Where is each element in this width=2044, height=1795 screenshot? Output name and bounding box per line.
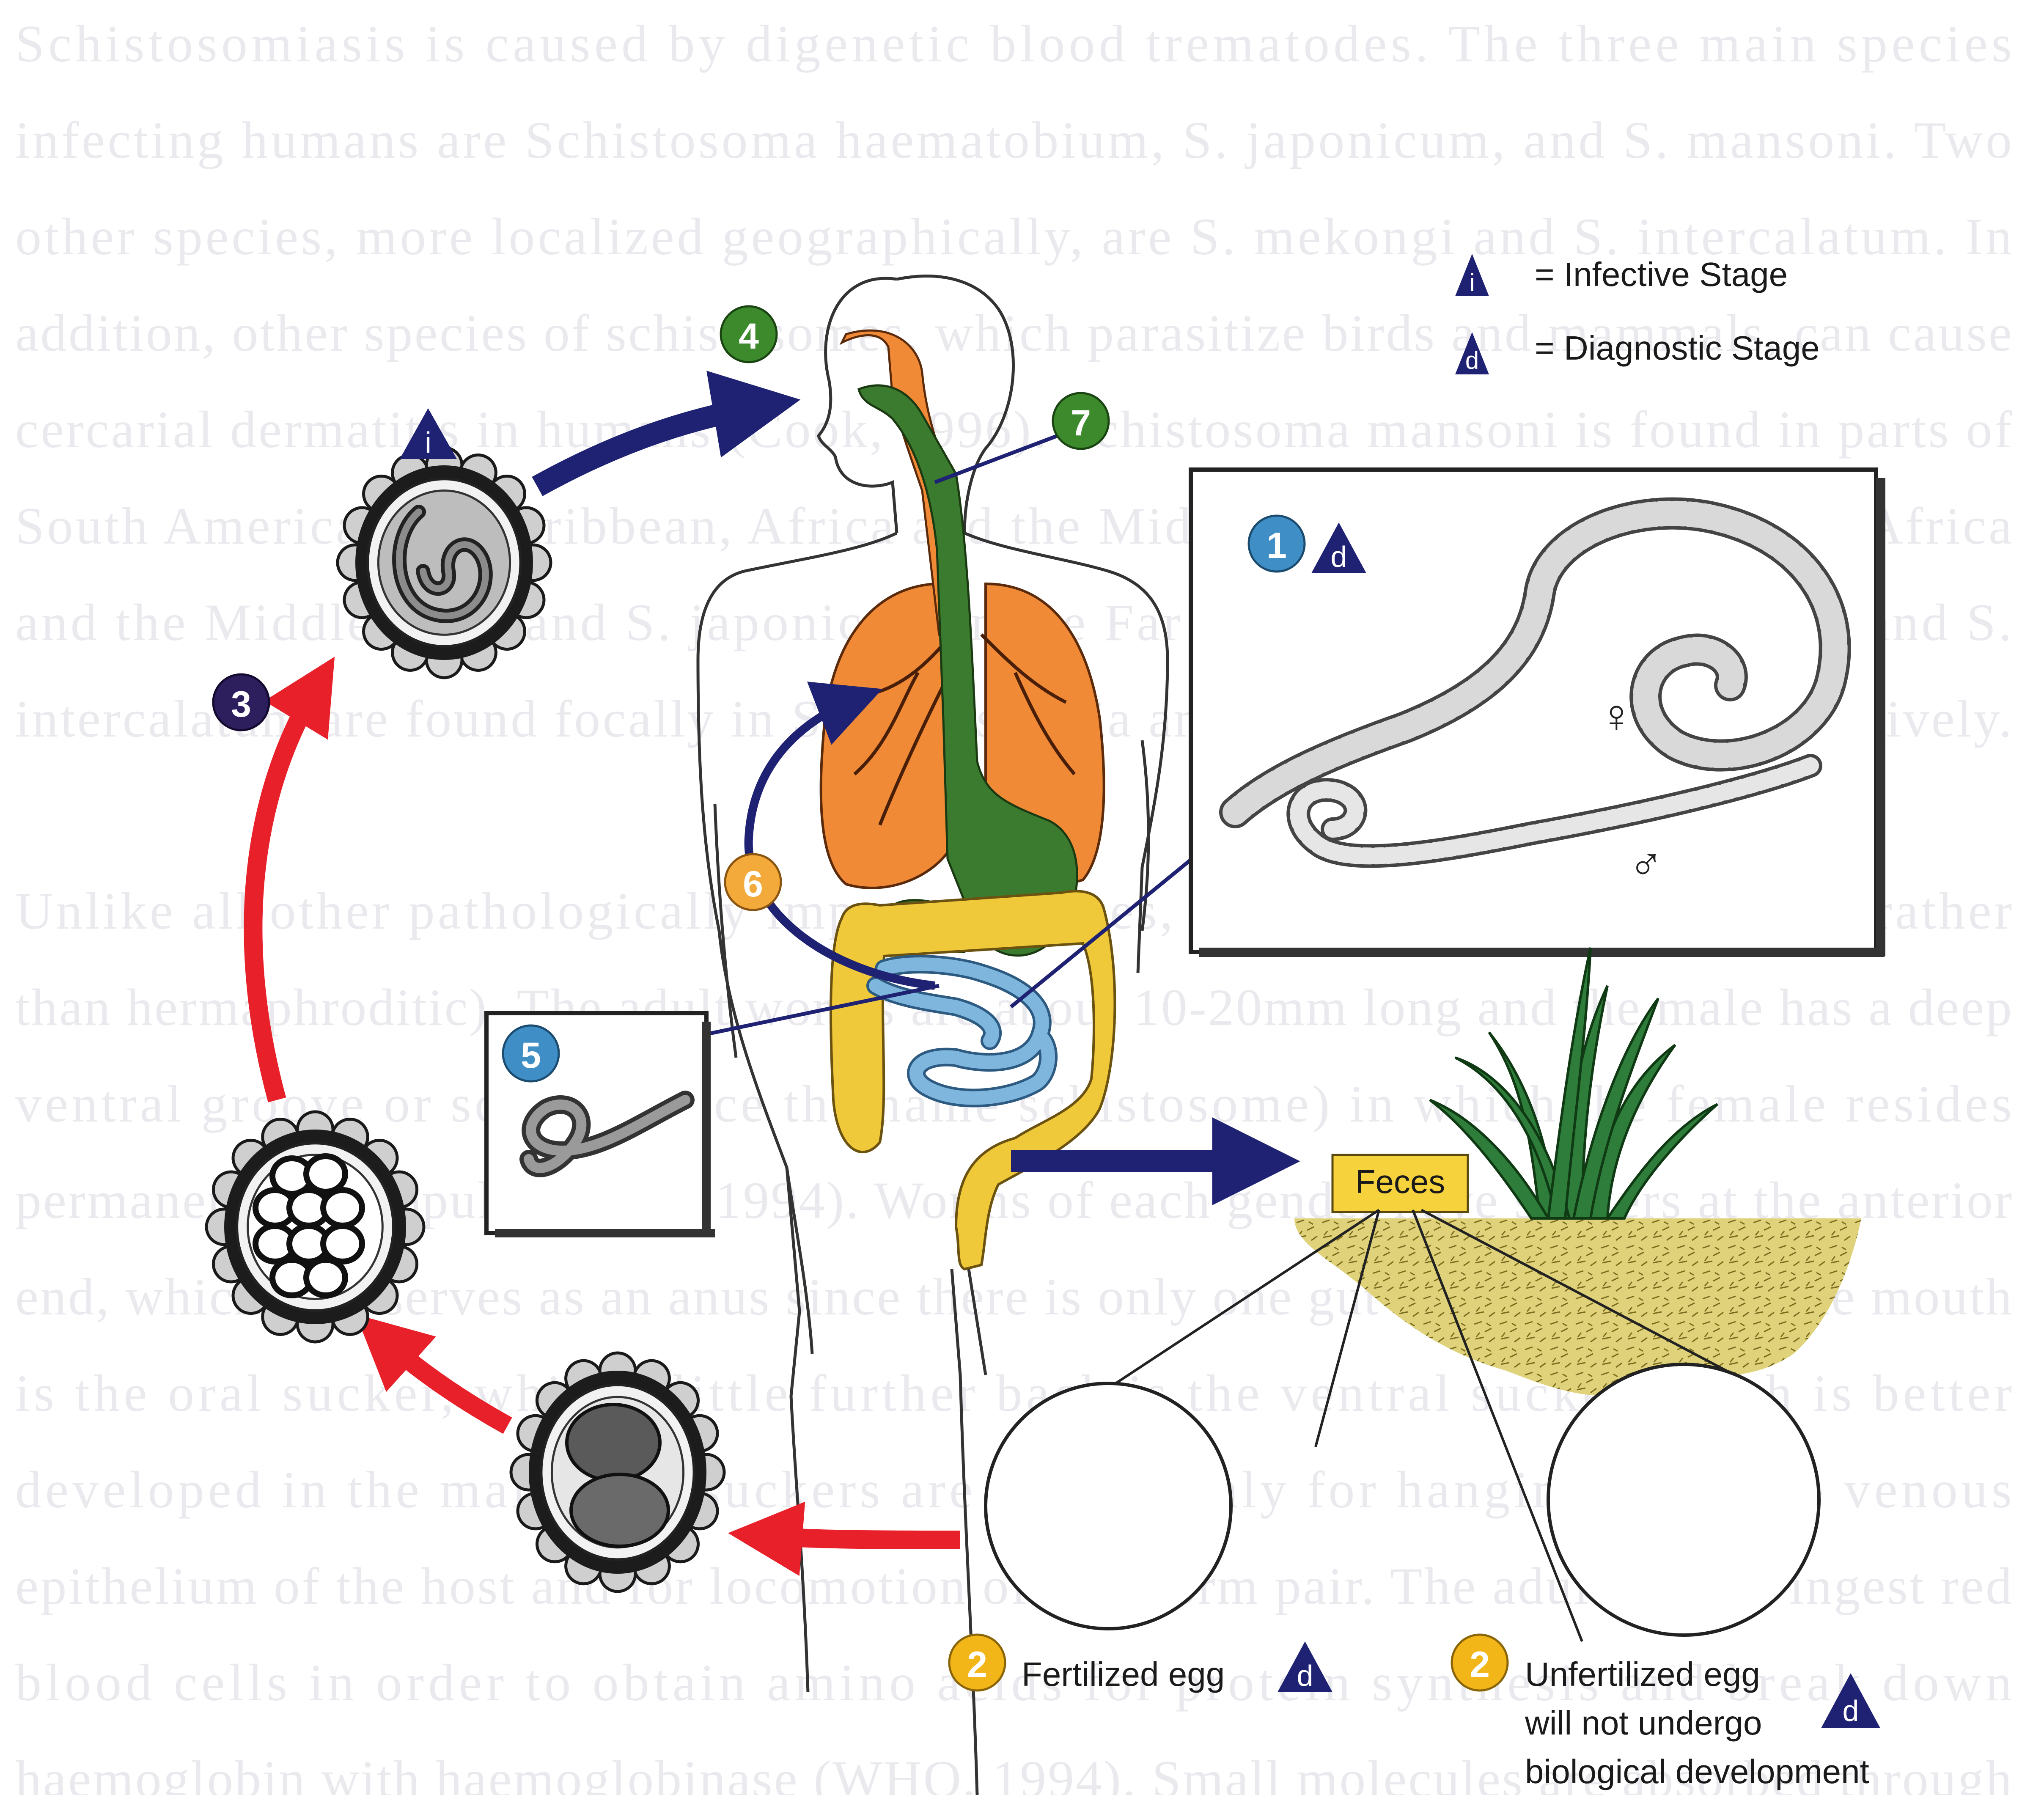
unfertilized-label-line1: Unfertilized egg	[1525, 1655, 1760, 1693]
feces-label: Feces	[1355, 1163, 1445, 1200]
two-cell-egg	[511, 1353, 724, 1592]
unfertilized-diag-letter: d	[1843, 1694, 1859, 1727]
svg-text:1: 1	[1267, 525, 1287, 566]
svg-text:5: 5	[521, 1035, 541, 1076]
svg-text:2: 2	[967, 1644, 987, 1685]
fertilized-egg-circle	[986, 1383, 1231, 1629]
infective-marker-letter: i	[425, 426, 431, 459]
stage-marker-5: 5	[503, 1025, 559, 1081]
infective-larvated-egg	[338, 448, 551, 678]
arrow-egg-to-embryo	[761, 1536, 960, 1540]
svg-text:6: 6	[743, 864, 763, 904]
egg-blastomere	[306, 1156, 345, 1192]
stage-marker-2-unfertilized: 2	[1452, 1635, 1508, 1691]
svg-text:7: 7	[1071, 403, 1091, 443]
adult-diag-letter: d	[1331, 540, 1347, 573]
stage-marker-3: 3	[213, 674, 269, 730]
stage-marker-6: 6	[725, 854, 781, 910]
stage-marker-7: 7	[1053, 393, 1109, 449]
egg-blastomere	[571, 1474, 668, 1546]
svg-text:2: 2	[1470, 1644, 1490, 1685]
female-symbol: ♀	[1599, 690, 1634, 742]
egg-blastomere	[306, 1260, 345, 1295]
unfertilized-egg-circle	[1548, 1364, 1819, 1635]
background-text-line: infecting humans are Schistosoma haemato…	[15, 111, 2012, 169]
unfertilized-label-line2: will not undergo	[1525, 1704, 1762, 1742]
background-text-line: Schistosomiasis is caused by digenetic b…	[15, 15, 2012, 73]
male-symbol: ♂	[1629, 838, 1664, 890]
egg-blastomere	[567, 1405, 660, 1481]
egg-blastomere	[323, 1190, 362, 1226]
legend-diagnostic-letter: d	[1465, 347, 1479, 374]
legend-infective-letter: i	[1470, 269, 1475, 297]
background-text-line: cercarial dermatitis in humans (Cook, 19…	[15, 401, 2012, 459]
stage-marker-4: 4	[721, 306, 777, 362]
unfertilized-label-line3: biological development	[1525, 1753, 1869, 1790]
svg-text:3: 3	[231, 684, 251, 725]
fertilized-diag-letter: d	[1297, 1659, 1313, 1692]
stage-marker-2-fertilized: 2	[949, 1635, 1005, 1691]
fertilized-egg-label: Fertilized egg	[1022, 1655, 1225, 1693]
egg-blastomere	[323, 1226, 362, 1262]
legend-diagnostic-label: = Diagnostic Stage	[1535, 329, 1820, 367]
stage-marker-1: 1	[1249, 516, 1305, 572]
morula-egg	[206, 1112, 424, 1342]
legend-infective-label: = Infective Stage	[1535, 256, 1788, 293]
svg-text:4: 4	[739, 316, 759, 357]
